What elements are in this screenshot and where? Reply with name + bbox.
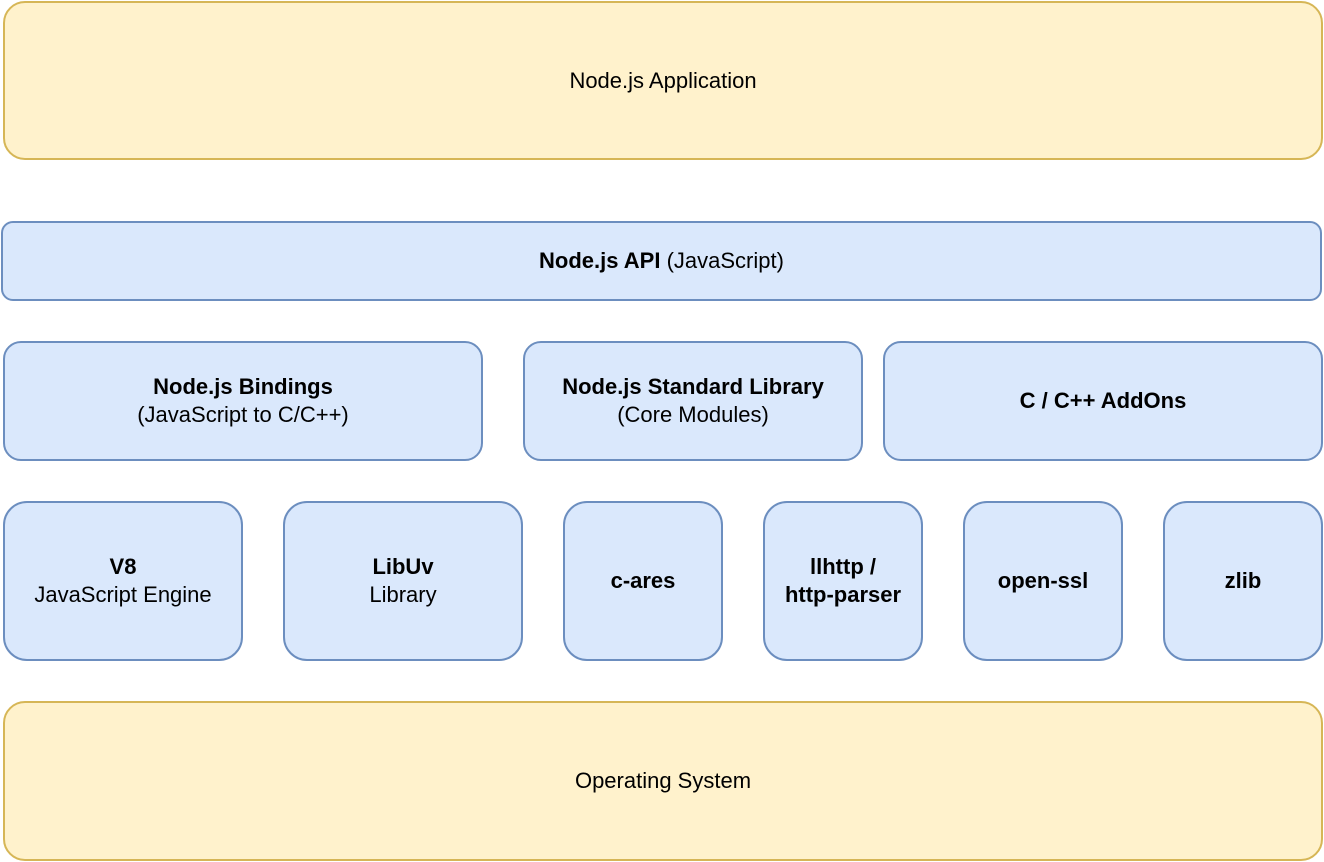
bindings-box: Node.js Bindings (JavaScript to C/C++): [3, 341, 483, 461]
addons-title: C / C++ AddOns: [1019, 388, 1187, 413]
api-label-rest: (JavaScript): [660, 248, 784, 273]
libuv-title: LibUv: [372, 554, 434, 579]
addons-box: C / C++ AddOns: [883, 341, 1323, 461]
operating-system-layer: Operating System: [3, 701, 1323, 861]
llhttp-line1: llhttp /: [810, 554, 876, 579]
api-layer: Node.js API (JavaScript): [1, 221, 1322, 301]
llhttp-box: llhttp / http-parser: [763, 501, 923, 661]
libuv-subtitle: Library: [369, 582, 437, 607]
cares-box: c-ares: [563, 501, 723, 661]
bindings-subtitle: (JavaScript to C/C++): [137, 402, 349, 427]
zlib-title: zlib: [1224, 568, 1262, 593]
api-label-bold: Node.js API: [539, 248, 661, 273]
v8-title: V8: [109, 554, 137, 579]
api-label: Node.js API (JavaScript): [539, 247, 784, 275]
v8-box: V8 JavaScript Engine: [3, 501, 243, 661]
stdlib-box: Node.js Standard Library (Core Modules): [523, 341, 863, 461]
openssl-title: open-ssl: [997, 568, 1089, 593]
application-layer: Node.js Application: [3, 1, 1323, 160]
stdlib-subtitle: (Core Modules): [617, 402, 769, 427]
v8-subtitle: JavaScript Engine: [34, 582, 212, 607]
cares-title: c-ares: [610, 568, 676, 593]
zlib-box: zlib: [1163, 501, 1323, 661]
libuv-box: LibUv Library: [283, 501, 523, 661]
stdlib-title: Node.js Standard Library: [562, 374, 824, 399]
application-label: Node.js Application: [569, 67, 757, 93]
bindings-title: Node.js Bindings: [153, 374, 333, 399]
operating-system-label: Operating System: [574, 768, 752, 793]
llhttp-line2: http-parser: [784, 582, 902, 607]
openssl-box: open-ssl: [963, 501, 1123, 661]
